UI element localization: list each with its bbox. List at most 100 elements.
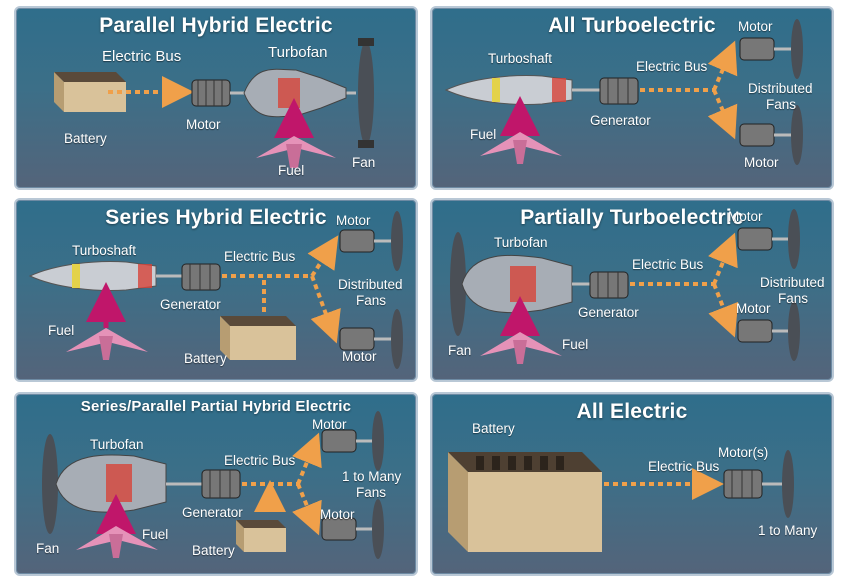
- label-fan: Fan: [36, 541, 60, 556]
- label-one-to-many: 1 to Many: [758, 523, 818, 538]
- turbofan-icon: [55, 454, 167, 513]
- label-motor-top: Motor: [728, 209, 763, 224]
- label-fuel: Fuel: [48, 323, 75, 338]
- motor-icon-bottom: [321, 499, 384, 559]
- label-generator: Generator: [578, 305, 639, 320]
- label-fuel: Fuel: [278, 163, 305, 178]
- fan-icon: [42, 434, 58, 534]
- label-fans: Fans: [356, 293, 387, 308]
- label-electric-bus: Electric Bus: [224, 249, 296, 264]
- label-generator: Generator: [182, 505, 243, 520]
- label-distributed: Distributed: [338, 277, 403, 292]
- label-turboshaft: Turboshaft: [72, 243, 137, 258]
- bus-arrow-down: [292, 483, 322, 536]
- motor-icon: [191, 79, 231, 107]
- panel-series-parallel-partial-hybrid-electric: Series/Parallel Partial Hybrid Electric: [14, 392, 418, 576]
- label-battery: Battery: [472, 421, 515, 436]
- fan-icon: [358, 38, 374, 148]
- label-turboshaft: Turboshaft: [488, 51, 553, 66]
- label-electric-bus: Electric Bus: [632, 257, 704, 272]
- motor-icon-top: [321, 411, 384, 471]
- battery-icon: [220, 316, 296, 360]
- panel-partially-turboelectric: Partially Turboelectric: [430, 198, 834, 382]
- turboshaft-icon: [28, 261, 157, 291]
- bus-arrow-down: [708, 283, 739, 338]
- label-turbofan: Turbofan: [494, 235, 548, 250]
- generator-icon: [599, 77, 639, 105]
- label-distributed: Distributed: [760, 275, 825, 290]
- bus-arrow-up: [707, 40, 738, 91]
- label-motor-bottom: Motor: [736, 301, 771, 316]
- panel-all-electric: All Electric Battery Motor(s) Electric B…: [430, 392, 834, 576]
- motor-icon-top: [737, 209, 800, 269]
- bus-arrow-down: [707, 89, 738, 140]
- fan-icon: [450, 232, 466, 336]
- label-electric-bus: Electric Bus: [102, 48, 182, 65]
- panel-title: All Turboelectric: [548, 14, 716, 37]
- aircraft-icon: [66, 328, 148, 360]
- motor-icon-bottom: [737, 301, 800, 361]
- label-motor-top: Motor: [312, 417, 347, 432]
- label-motor-top: Motor: [336, 213, 371, 228]
- motor-icon: [723, 450, 794, 518]
- panel-title: Parallel Hybrid Electric: [99, 14, 333, 37]
- label-one-to-many: 1 to Many: [342, 469, 402, 484]
- diagram-art: [54, 38, 374, 168]
- motor-icon-bottom: [739, 105, 803, 165]
- label-electric-bus: Electric Bus: [636, 59, 708, 74]
- panel-series-hybrid-electric: Series Hybrid Electric: [14, 198, 418, 382]
- aircraft-icon: [480, 132, 562, 164]
- motor-icon-top: [739, 19, 803, 79]
- label-distributed: Distributed: [748, 81, 813, 96]
- label-motor: Motor: [186, 117, 221, 132]
- label-battery: Battery: [184, 351, 227, 366]
- label-electric-bus: Electric Bus: [648, 459, 720, 474]
- label-fans: Fans: [356, 485, 387, 500]
- generator-icon: [181, 263, 221, 291]
- turbofan-icon: [461, 254, 573, 314]
- diagram-art: [450, 209, 800, 364]
- battery-icon: [236, 520, 286, 552]
- label-motor-bottom: Motor: [744, 155, 779, 170]
- bus-arrow-down: [310, 275, 341, 344]
- label-fuel: Fuel: [142, 527, 169, 542]
- label-generator: Generator: [160, 297, 221, 312]
- panel-all-turboelectric: All Turboelectric: [430, 6, 834, 190]
- diagram-art: [28, 211, 403, 369]
- aircraft-icon: [76, 526, 158, 558]
- label-motors: Motor(s): [718, 445, 769, 460]
- label-motor-bottom: Motor: [320, 507, 355, 522]
- bus-arrow-up: [292, 432, 322, 485]
- generator-icon: [589, 271, 629, 299]
- label-fuel: Fuel: [470, 127, 497, 142]
- bus-arrow-up: [708, 232, 738, 285]
- label-motor-top: Motor: [738, 19, 773, 34]
- label-fan: Fan: [352, 155, 376, 170]
- panel-title: All Electric: [576, 400, 688, 423]
- label-fans: Fans: [766, 97, 797, 112]
- panel-title: Series Hybrid Electric: [105, 206, 327, 229]
- turboshaft-icon: [444, 75, 573, 105]
- panel-parallel-hybrid-electric: Parallel Hybrid Electric: [14, 6, 418, 190]
- label-turbofan: Turbofan: [268, 44, 328, 61]
- motor-icon-top: [339, 211, 403, 271]
- panel-title: Series/Parallel Partial Hybrid Electric: [80, 398, 352, 415]
- label-motor-bottom: Motor: [342, 349, 377, 364]
- battery-icon: [54, 72, 126, 112]
- label-battery: Battery: [192, 543, 235, 558]
- motor-icon-bottom: [339, 309, 403, 369]
- diagram-art: [448, 450, 794, 552]
- label-generator: Generator: [590, 113, 651, 128]
- generator-icon: [201, 469, 241, 499]
- bus-arrow-up: [307, 235, 339, 278]
- label-electric-bus: Electric Bus: [224, 453, 296, 468]
- aircraft-icon: [480, 332, 562, 364]
- diagram-art: [444, 19, 803, 165]
- label-fuel: Fuel: [562, 337, 589, 352]
- panel-title: Partially Turboelectric: [520, 206, 744, 229]
- aircraft-icon: [256, 136, 336, 168]
- battery-icon: [448, 452, 602, 552]
- label-fans: Fans: [778, 291, 809, 306]
- label-fan: Fan: [448, 343, 472, 358]
- label-battery: Battery: [64, 131, 107, 146]
